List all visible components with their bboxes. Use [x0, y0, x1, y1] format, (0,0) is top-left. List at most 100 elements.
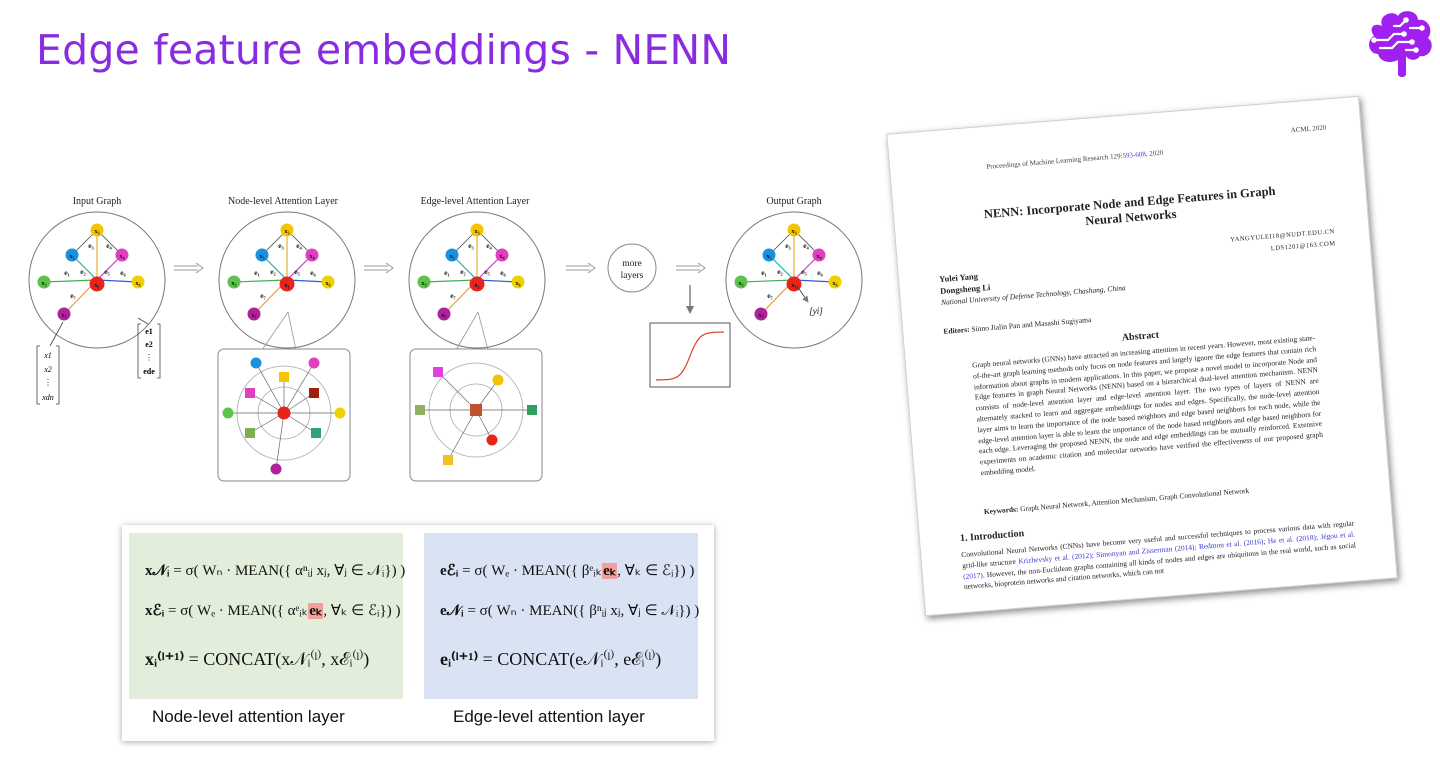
- graph-node: [37, 275, 51, 289]
- edge-label: e₅: [484, 267, 490, 276]
- edge-label: e₁: [761, 268, 767, 277]
- editors: Editors: Sinno Jialin Pan and Masashi Su…: [943, 314, 1092, 336]
- node-feature-circle: [250, 357, 262, 369]
- node-label: x₂: [41, 280, 46, 287]
- graph-node: [247, 307, 261, 321]
- node-label: x₂: [738, 280, 743, 287]
- paper-page: Proceedings of Machine Learning Research…: [886, 95, 1398, 617]
- graph-edge: [96, 279, 139, 283]
- node-label: x₃: [474, 228, 479, 235]
- input-graph-title: Input Graph: [73, 196, 122, 207]
- paper-conference: ACML 2020: [1290, 123, 1327, 135]
- edge-feature-dots: ⋮: [145, 353, 153, 362]
- highlight-edge-feature: eₖ: [308, 603, 324, 619]
- edge-label: e₂: [270, 267, 276, 276]
- edge-feature-n: ede: [143, 367, 155, 376]
- edge-label: e₅: [104, 267, 110, 276]
- edge-feature-square: [443, 455, 453, 465]
- node-label: x₇: [251, 312, 256, 319]
- graph-node: [787, 223, 801, 237]
- edge-label: e₅: [294, 267, 300, 276]
- node-label: x₆: [515, 280, 520, 287]
- graph-edge: [43, 279, 98, 283]
- edge-label: e₇: [450, 291, 456, 300]
- edge-feature-square: [245, 388, 255, 398]
- node-label: x₆: [135, 280, 140, 287]
- graph-edge: [233, 279, 288, 283]
- node-label: x₃: [791, 228, 796, 235]
- edge-label: e₁: [254, 268, 260, 277]
- graph-node: [57, 307, 71, 321]
- keywords: Keywords: Graph Neural Network, Attentio…: [983, 485, 1250, 517]
- output-label: [yi]: [809, 306, 823, 316]
- attention-link: [275, 412, 285, 470]
- graph-node: [255, 248, 269, 262]
- edge-eq-3: eᵢ⁽ˡ⁺¹⁾ = CONCAT(e𝒩ᵢ⁽ˡ⁾, eℰᵢ⁽ˡ⁾): [440, 649, 662, 669]
- edge-eq-2: e𝒩ᵢ = σ( Wₙ · MEAN({ βⁿᵢⱼ xⱼ, ∀ⱼ ∈ 𝒩ᵢ}) …: [440, 603, 700, 619]
- edge-label: e₄: [803, 241, 809, 250]
- graph-edge: [286, 279, 329, 283]
- node-label: x₆: [832, 280, 837, 287]
- graph-node: [445, 248, 459, 262]
- edge-feature-1: e1: [145, 327, 153, 336]
- center-node: [279, 276, 295, 292]
- edge-label: e₇: [70, 291, 76, 300]
- graph-edge: [793, 279, 836, 283]
- edge-feature-square: [311, 428, 321, 438]
- graph-edge: [423, 279, 478, 283]
- edge-label: e₂: [460, 267, 466, 276]
- edge-feature-square: [245, 428, 255, 438]
- paper-venue: Proceedings of Machine Learning Research…: [986, 148, 1164, 171]
- node-label: x₇: [61, 312, 66, 319]
- graph-node: [511, 275, 525, 289]
- edge-label: e₇: [260, 291, 266, 300]
- node-feature-2: x2: [43, 365, 52, 374]
- edge-label: e₇: [767, 291, 773, 300]
- output-graph-title: Output Graph: [766, 196, 821, 207]
- graph-node: [65, 248, 79, 262]
- more-layers-label-2: layers: [621, 271, 644, 281]
- center-node-label: x₁: [94, 282, 99, 289]
- more-layers-label: more: [622, 259, 642, 269]
- attention-link: [249, 392, 285, 414]
- center-node-label: x₁: [284, 282, 289, 289]
- more-layers-circle: [607, 243, 657, 293]
- paper-title: NENN: Incorporate Node and Edge Features…: [983, 183, 1276, 229]
- attention-link: [447, 409, 477, 461]
- edge-feature-square: [415, 405, 425, 415]
- node-feature-1: x1: [43, 351, 52, 360]
- zoom-connectors: [261, 311, 489, 351]
- edge-level-caption: Edge-level attention layer: [453, 707, 645, 726]
- attention-link: [437, 371, 477, 411]
- node-eq-2: xℰᵢ = σ( Wₑ · MEAN({ αᵉᵢₖeₖ, ∀ₖ ∈ ℰᵢ}) ): [145, 603, 401, 619]
- edge-label: e₃: [468, 241, 474, 250]
- edge-label: e₄: [486, 241, 492, 250]
- edge-label: e₆: [120, 268, 126, 277]
- edge-feature-square: [433, 367, 443, 377]
- introduction-heading: 1. Introduction: [959, 528, 1025, 545]
- edge-label: e₆: [310, 268, 316, 277]
- graph-node: [828, 275, 842, 289]
- node-eq-1: x𝒩ᵢ = σ( Wₙ · MEAN({ αⁿᵢⱼ xⱼ, ∀ⱼ ∈ 𝒩ᵢ}) …: [145, 563, 406, 579]
- attention-link: [283, 362, 315, 414]
- node-label: x₄: [309, 253, 314, 260]
- edge-label: e₃: [88, 241, 94, 250]
- graph-node: [812, 248, 826, 262]
- node-attention-inset: [222, 357, 346, 475]
- slide-title: Edge feature embeddings - NENN: [36, 26, 732, 74]
- graph-node: [734, 275, 748, 289]
- abstract-text: Graph neural networks (GNNs) have attrac…: [971, 333, 1324, 478]
- center-node: [469, 276, 485, 292]
- graph-node: [417, 275, 431, 289]
- center-node: [89, 276, 105, 292]
- graph-node: [227, 275, 241, 289]
- flow-arrows: [174, 262, 706, 274]
- edge-label: e₃: [278, 241, 284, 250]
- node-level-attention-title: Node-level Attention Layer: [228, 196, 339, 207]
- node-feature-n: xdn: [41, 393, 54, 402]
- graph-node: [762, 248, 776, 262]
- center-node-label: x₁: [791, 282, 796, 289]
